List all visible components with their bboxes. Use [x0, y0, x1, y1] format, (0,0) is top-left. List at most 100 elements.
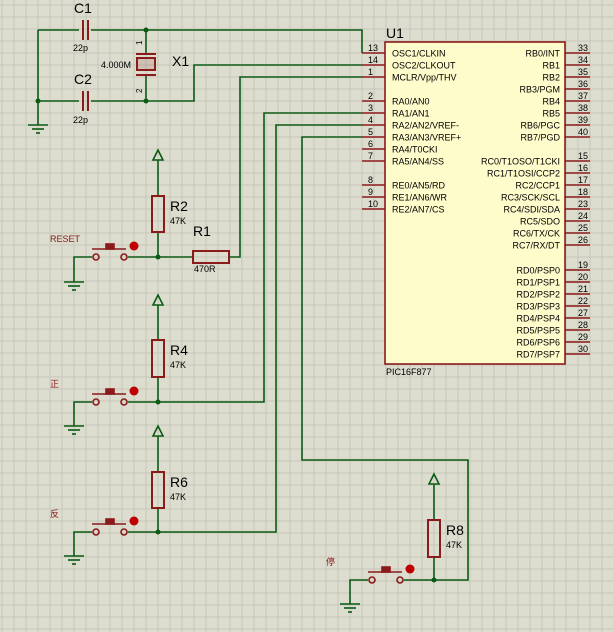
r6-ref: R6	[170, 474, 188, 490]
resistor-r2[interactable]: R2 47K	[151, 195, 188, 233]
ground-symbol	[64, 555, 84, 565]
r8-ref: R8	[446, 522, 464, 538]
x1-ref: X1	[172, 53, 189, 69]
pin-label: RB2	[542, 73, 560, 83]
junction-dot	[143, 98, 149, 104]
wire-ra3	[301, 136, 469, 581]
resistor-r6[interactable]: R6 47K	[151, 471, 188, 509]
wire-ra1	[158, 112, 362, 403]
pin-label: RB6/PGC	[520, 121, 560, 131]
wire-fwd-gnd	[73, 401, 92, 426]
pin-number: 24	[578, 211, 588, 221]
wire-osc1	[91, 29, 363, 53]
pin-number: 20	[578, 272, 588, 282]
pin-number: 30	[578, 344, 588, 354]
pin-label: RD3/PSP3	[516, 302, 560, 312]
pin-number: 35	[578, 67, 588, 77]
pin-number: 40	[578, 127, 588, 137]
pin-number: 33	[578, 43, 588, 53]
pin-label: RD6/PSP6	[516, 338, 560, 348]
x1-pin2: 2	[135, 88, 144, 93]
crystal-x1[interactable]: 1 2 4.000M X1	[101, 40, 189, 93]
button-reverse[interactable]: 反	[50, 509, 139, 536]
pin-label: RB3/PGM	[519, 85, 560, 95]
pin-number: 4	[368, 115, 373, 125]
reset-label: RESET	[50, 234, 81, 244]
r2-value: 47K	[170, 216, 186, 226]
pin-label: RA4/T0CKI	[392, 145, 438, 155]
pin-number: 1	[368, 67, 373, 77]
ground-symbol	[28, 124, 48, 134]
pin-number: 6	[368, 139, 373, 149]
ground-symbol	[64, 425, 84, 435]
ground-symbol	[64, 281, 84, 291]
power-arrow-icon	[151, 293, 165, 307]
button-reset[interactable]: RESET	[50, 234, 139, 261]
pin-label: RA1/AN1	[392, 109, 430, 119]
pin-number: 23	[578, 199, 588, 209]
pin-label: RC7/RX/DT	[512, 241, 560, 251]
power-arrow-icon	[427, 472, 441, 486]
pin-number: 19	[578, 260, 588, 270]
pin-label: RD0/PSP0	[516, 266, 560, 276]
pin-label: RE2/AN7/CS	[392, 205, 445, 215]
stop-label: 停	[326, 556, 335, 567]
pin-label: RC2/CCP1	[515, 181, 560, 191]
resistor-r1[interactable]: R1 470R	[192, 223, 230, 274]
wire-rev-gnd	[73, 531, 92, 556]
pin-number: 22	[578, 296, 588, 306]
button-stop[interactable]: 停	[326, 556, 415, 584]
pin-label: RB0/INT	[525, 49, 560, 59]
grounds	[28, 124, 360, 613]
resistor-r4[interactable]: R4 47K	[151, 339, 188, 378]
c1-value: 22p	[73, 43, 88, 53]
capacitor-c2[interactable]: C2 22p	[73, 71, 92, 125]
pin-label: RA3/AN3/VREF+	[392, 133, 461, 143]
pin-label: RD5/PSP5	[516, 326, 560, 336]
pin-label: RB7/PGD	[520, 133, 560, 143]
pin-number: 38	[578, 103, 588, 113]
r1-value: 470R	[194, 264, 216, 274]
pin-number: 26	[578, 235, 588, 245]
junction-dot	[155, 529, 161, 535]
pin-label: OSC1/CLKIN	[392, 49, 446, 59]
button-indicator-icon	[129, 386, 139, 396]
pin-number: 17	[578, 175, 588, 185]
mcu-ref: U1	[386, 25, 404, 41]
pin-number: 5	[368, 127, 373, 137]
pin-label: RB5	[542, 109, 560, 119]
pin-number: 16	[578, 163, 588, 173]
mcu-u1[interactable]: U1 PIC16F877 13OSC1/CLKIN14OSC2/CLKOUT1M…	[362, 25, 590, 377]
pin-number: 29	[578, 332, 588, 342]
forward-label: 正	[50, 379, 59, 389]
c1-ref: C1	[74, 0, 92, 16]
mcu-part: PIC16F877	[386, 367, 432, 377]
r2-ref: R2	[170, 198, 188, 214]
pin-number: 9	[368, 187, 373, 197]
button-forward[interactable]: 正	[50, 379, 139, 406]
pin-label: RB4	[542, 97, 560, 107]
resistor-r8[interactable]: R8 47K	[427, 519, 464, 558]
junction-dot	[143, 27, 149, 33]
c2-ref: C2	[74, 71, 92, 87]
capacitor-c1[interactable]: C1 22p	[73, 0, 92, 53]
ground-symbol	[340, 603, 360, 613]
